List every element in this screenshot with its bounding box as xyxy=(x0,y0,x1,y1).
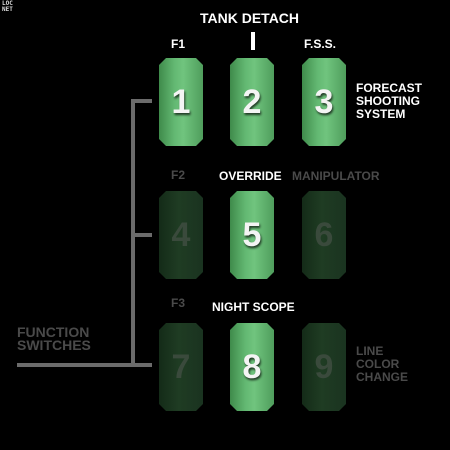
function-switches-label: FUNCTION SWITCHES xyxy=(17,324,91,353)
line-color-change-label: LINE COLOR CHANGE xyxy=(356,344,409,384)
loc-net-logo: LOC NET xyxy=(2,0,13,13)
key-9[interactable]: 9 xyxy=(302,323,346,411)
key-4[interactable]: 4 xyxy=(159,191,203,279)
tank-detach-label: TANK DETACH xyxy=(200,10,300,26)
key-3[interactable]: 3 xyxy=(302,58,346,146)
key-7[interactable]: 7 xyxy=(159,323,203,411)
key-1[interactable]: 1 xyxy=(159,58,203,146)
bracket-tick-row3 xyxy=(17,363,152,367)
night-scope-label: NIGHT SCOPE xyxy=(212,300,295,314)
forecast-shooting-system-label: FORECAST SHOOTING SYSTEM xyxy=(356,81,422,121)
f3-label: F3 xyxy=(171,296,186,310)
bracket-tick-row1 xyxy=(131,99,152,103)
key-2[interactable]: 2 xyxy=(230,58,274,146)
f2-label: F2 xyxy=(171,168,186,182)
manipulator-label: MANIPULATOR xyxy=(292,169,380,183)
override-label: OVERRIDE xyxy=(219,169,282,183)
key-8[interactable]: 8 xyxy=(230,323,274,411)
f1-label: F1 xyxy=(171,37,186,51)
bracket-tick-row2 xyxy=(131,233,152,237)
key-5[interactable]: 5 xyxy=(230,191,274,279)
key-6[interactable]: 6 xyxy=(302,191,346,279)
tank-detach-indicator-bar xyxy=(251,32,255,50)
fss-label: F.S.S. xyxy=(304,37,337,51)
